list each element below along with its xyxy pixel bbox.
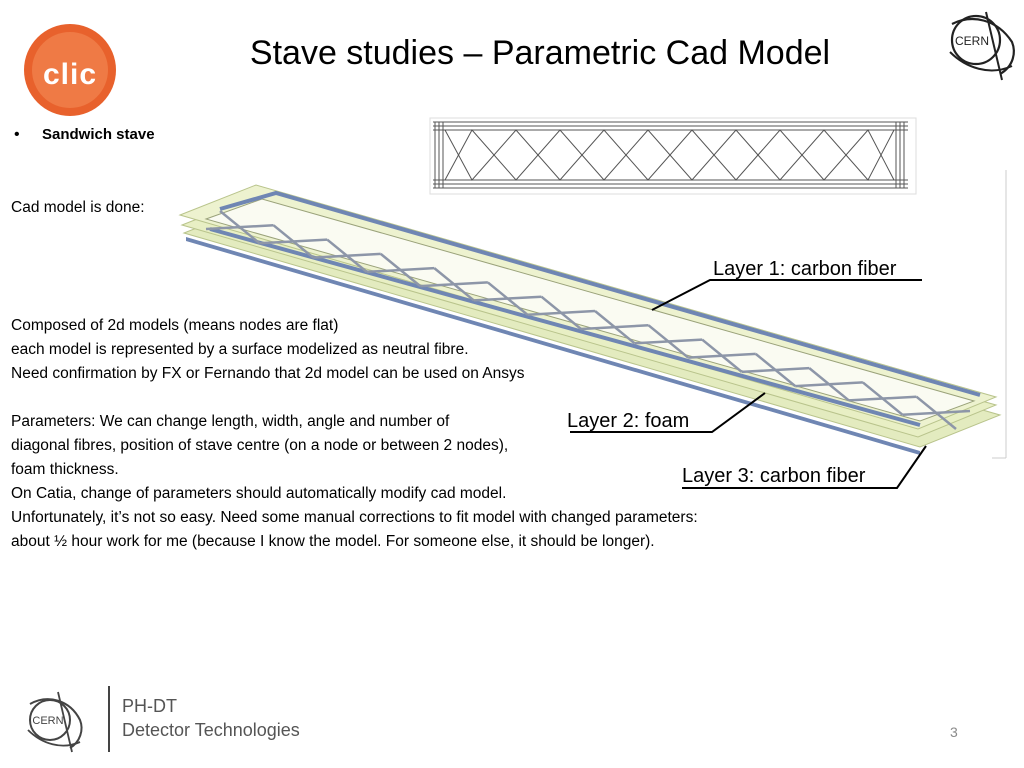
slide-title: Stave studies – Parametric Cad Model [249, 34, 831, 72]
body-line: foam thickness. [11, 461, 119, 478]
callout-layer2: Layer 2: foam [567, 410, 690, 432]
footer-text: PH-DT Detector Technologies [122, 694, 300, 742]
body-line: Need confirmation by FX or Fernando that… [11, 365, 525, 382]
cern-logo: CERN [949, 11, 1015, 81]
body-line: Parameters: We can change length, width,… [11, 413, 450, 430]
slide-number: 3 [950, 724, 958, 740]
stave-diagonal-member [473, 295, 542, 302]
stave-isometric-model [178, 184, 1002, 455]
stave-diagonal-member [366, 266, 435, 274]
stave-diagonal-member [259, 238, 328, 245]
stave-diagonal-member [688, 352, 756, 359]
clic-logo-text: clic [43, 58, 97, 91]
stave-diagonal-member [795, 381, 863, 388]
callout-layer1: Layer 1: carbon fiber [713, 258, 897, 280]
footer-cern-logo: CERN [27, 691, 83, 753]
footer-cern-logo-text: CERN [32, 715, 63, 727]
stave-diagonal-member [205, 224, 274, 231]
stave-diagonal-member [902, 409, 971, 416]
bullet-marker: • [14, 126, 20, 143]
body-line: Cad model is done: [11, 199, 145, 216]
stave-diagonal-member [634, 338, 703, 345]
body-line: diagonal fibres, position of stave centr… [11, 437, 509, 454]
body-line: about ½ hour work for me (because I know… [11, 533, 655, 550]
stave-diagonal-member [848, 395, 917, 402]
footer-group-name: Detector Technologies [122, 720, 300, 740]
body-line: Composed of 2d models (means nodes are f… [11, 317, 339, 334]
stave-diagonal-member [741, 366, 810, 374]
body-line: On Catia, change of parameters should au… [11, 485, 507, 502]
footer-divider [108, 686, 110, 752]
stave-diagonal-member [580, 324, 649, 331]
stave-diagonal-member [313, 252, 381, 259]
body-line: Unfortunately, it’s not so easy. Need so… [11, 509, 698, 526]
bullet-heading: Sandwich stave [42, 126, 155, 143]
cern-logo-text: CERN [955, 34, 989, 48]
body-line: each model is represented by a surface m… [11, 341, 469, 358]
stave-diagonal-member [420, 281, 488, 288]
stave-top-view-diagram [429, 117, 917, 195]
callout-layer3: Layer 3: carbon fiber [682, 465, 866, 487]
clic-logo: clic [24, 24, 116, 116]
footer-dept: PH-DT [122, 696, 177, 716]
figure-frame [992, 170, 1007, 459]
stave-diagonal-member [527, 309, 596, 316]
